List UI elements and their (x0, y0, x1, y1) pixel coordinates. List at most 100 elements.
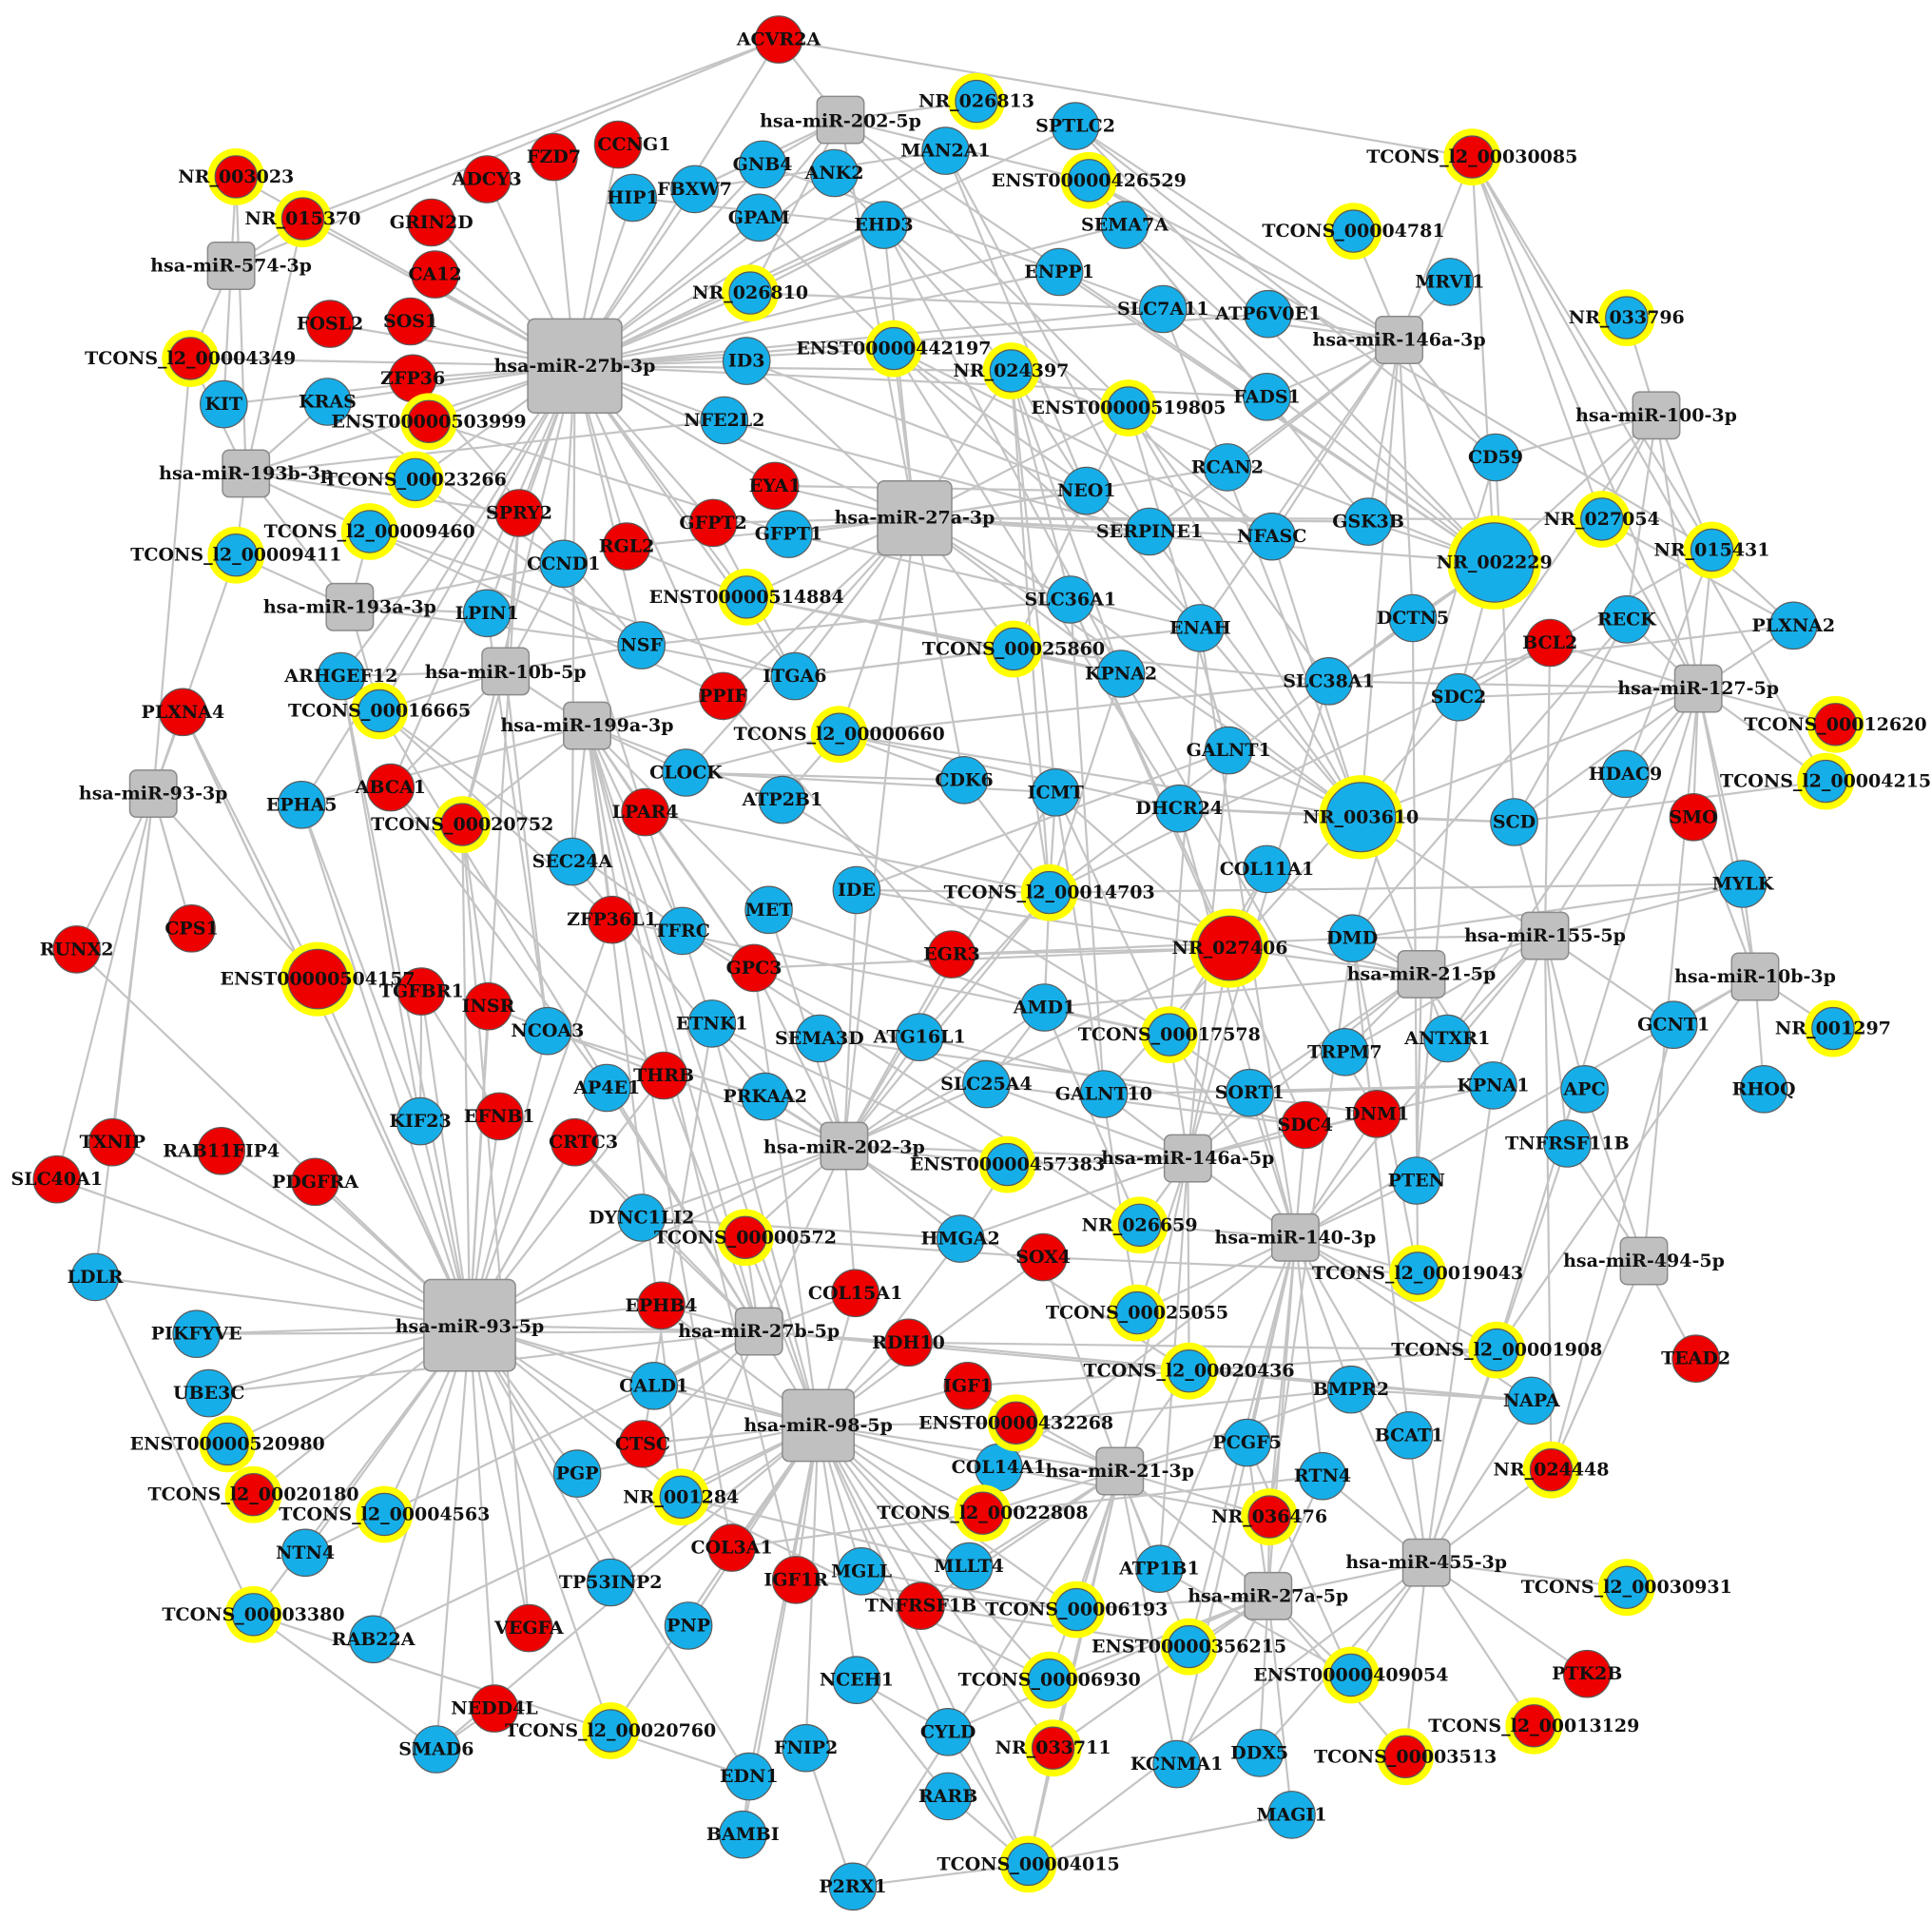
node-TCONSl200004349[interactable] (162, 330, 220, 387)
node-SLC7A11[interactable] (1139, 284, 1188, 334)
node-TGFBR1[interactable] (396, 967, 446, 1016)
node-SORT1[interactable] (1226, 1068, 1274, 1117)
node-MAGI1[interactable] (1267, 1791, 1316, 1839)
node-m146a3p[interactable] (1375, 316, 1424, 364)
node-EPHA5[interactable] (277, 780, 326, 829)
node-ATG16L1[interactable] (895, 1013, 944, 1062)
node-SLC38A1[interactable] (1304, 656, 1353, 706)
node-HMGA2[interactable] (936, 1214, 985, 1263)
node-PRKAA2[interactable] (741, 1072, 790, 1121)
node-BCAT1[interactable] (1384, 1411, 1434, 1460)
node-KPNA2[interactable] (1096, 650, 1146, 698)
node-PTEN[interactable] (1392, 1156, 1441, 1205)
node-m10b3p[interactable] (1730, 952, 1780, 1001)
node-TCONSl200030085[interactable] (1443, 128, 1501, 186)
node-COL15A1[interactable] (831, 1269, 879, 1318)
node-KIT[interactable] (200, 379, 248, 429)
node-TCONS00020752[interactable] (434, 796, 492, 853)
node-GFPT2[interactable] (688, 498, 738, 548)
node-m2023p[interactable] (820, 1121, 869, 1171)
node-SOX4[interactable] (1018, 1232, 1068, 1282)
node-SLC36A1[interactable] (1046, 575, 1095, 624)
node-NR003023[interactable] (207, 148, 265, 205)
node-ENPP1[interactable] (1034, 247, 1084, 297)
node-PLXNA2[interactable] (1769, 601, 1818, 650)
node-NR015431[interactable] (1683, 521, 1741, 579)
node-ENST503999[interactable] (400, 393, 457, 451)
node-TCONSl200030931[interactable] (1597, 1559, 1655, 1617)
node-TCONS00003513[interactable] (1377, 1728, 1434, 1786)
node-CYLD[interactable] (923, 1708, 973, 1756)
node-ADCY3[interactable] (462, 155, 512, 204)
node-TCONS00017578[interactable] (1140, 1006, 1198, 1063)
node-NEO1[interactable] (1062, 466, 1111, 515)
node-m4553p[interactable] (1401, 1538, 1451, 1587)
node-ENST520980[interactable] (199, 1415, 257, 1473)
node-MET[interactable] (744, 885, 793, 935)
node-NR015370[interactable] (274, 190, 332, 247)
node-m193a3p[interactable] (325, 582, 375, 631)
node-FNIP2[interactable] (782, 1723, 830, 1773)
node-CD59[interactable] (1471, 433, 1520, 482)
node-TRPM7[interactable] (1321, 1028, 1369, 1076)
node-RHOQ[interactable] (1739, 1065, 1788, 1114)
node-NR003610[interactable] (1319, 775, 1403, 860)
node-NR027054[interactable] (1573, 491, 1631, 548)
node-ENST519805[interactable] (1100, 379, 1157, 436)
node-IDE[interactable] (832, 865, 881, 915)
node-ANK2[interactable] (810, 148, 859, 198)
node-CDK6[interactable] (939, 755, 989, 805)
node-NR002229[interactable] (1447, 515, 1542, 610)
node-RGL2[interactable] (602, 522, 651, 571)
node-CCNG1[interactable] (593, 120, 643, 169)
node-MYLK[interactable] (1718, 860, 1768, 908)
node-ENST514884[interactable] (718, 569, 776, 626)
node-ENAH[interactable] (1176, 604, 1225, 652)
node-m985p[interactable] (782, 1388, 856, 1463)
node-m935p[interactable] (423, 1278, 516, 1372)
node-LPAR4[interactable] (621, 787, 669, 837)
node-SOS1[interactable] (386, 297, 435, 346)
node-PIKFYVE[interactable] (172, 1309, 222, 1359)
node-MGLL[interactable] (837, 1547, 886, 1596)
node-LDLR[interactable] (70, 1252, 120, 1302)
node-ENST442197[interactable] (865, 320, 922, 378)
node-ARHGEF12[interactable] (317, 651, 366, 701)
node-m215p[interactable] (1397, 949, 1446, 999)
node-GNB4[interactable] (738, 140, 787, 189)
node-TXNIP[interactable] (88, 1117, 137, 1167)
node-LPIN1[interactable] (462, 589, 512, 638)
node-SPTLC2[interactable] (1051, 102, 1100, 150)
node-SERPINE1[interactable] (1125, 507, 1174, 556)
node-NR024397[interactable] (982, 342, 1040, 399)
node-NR026813[interactable] (948, 72, 1005, 130)
node-COL11A1[interactable] (1243, 844, 1291, 894)
node-RAB22A[interactable] (349, 1615, 397, 1664)
node-NR027406[interactable] (1189, 908, 1270, 988)
node-TCONSl200013129[interactable] (1505, 1697, 1563, 1755)
node-BAMBI[interactable] (718, 1810, 767, 1859)
node-ACVR2A[interactable] (754, 15, 803, 64)
node-SEMA3D[interactable] (795, 1014, 844, 1063)
node-NCEH1[interactable] (832, 1656, 881, 1705)
node-CCND1[interactable] (539, 539, 589, 589)
node-PCGF5[interactable] (1223, 1418, 1272, 1467)
node-SLC40A1[interactable] (32, 1154, 82, 1204)
node-ATP6V0E1[interactable] (1244, 289, 1293, 339)
node-RTN4[interactable] (1298, 1451, 1347, 1501)
node-m4945p[interactable] (1619, 1236, 1669, 1286)
node-ENST409054[interactable] (1323, 1646, 1380, 1704)
node-ENST356215[interactable] (1160, 1618, 1218, 1676)
node-SDC2[interactable] (1434, 672, 1483, 722)
node-AP4E1[interactable] (582, 1063, 631, 1113)
node-NTN4[interactable] (280, 1528, 330, 1578)
node-VEGFA[interactable] (505, 1603, 553, 1653)
node-GFPT1[interactable] (764, 510, 813, 558)
node-HIP1[interactable] (609, 173, 657, 223)
node-KCNMA1[interactable] (1152, 1739, 1201, 1789)
node-m5743p[interactable] (206, 242, 256, 290)
node-TCONS00006193[interactable] (1048, 1581, 1106, 1639)
node-ID3[interactable] (722, 337, 771, 385)
node-m27b3p[interactable] (527, 318, 623, 414)
node-NR033796[interactable] (1597, 289, 1655, 346)
